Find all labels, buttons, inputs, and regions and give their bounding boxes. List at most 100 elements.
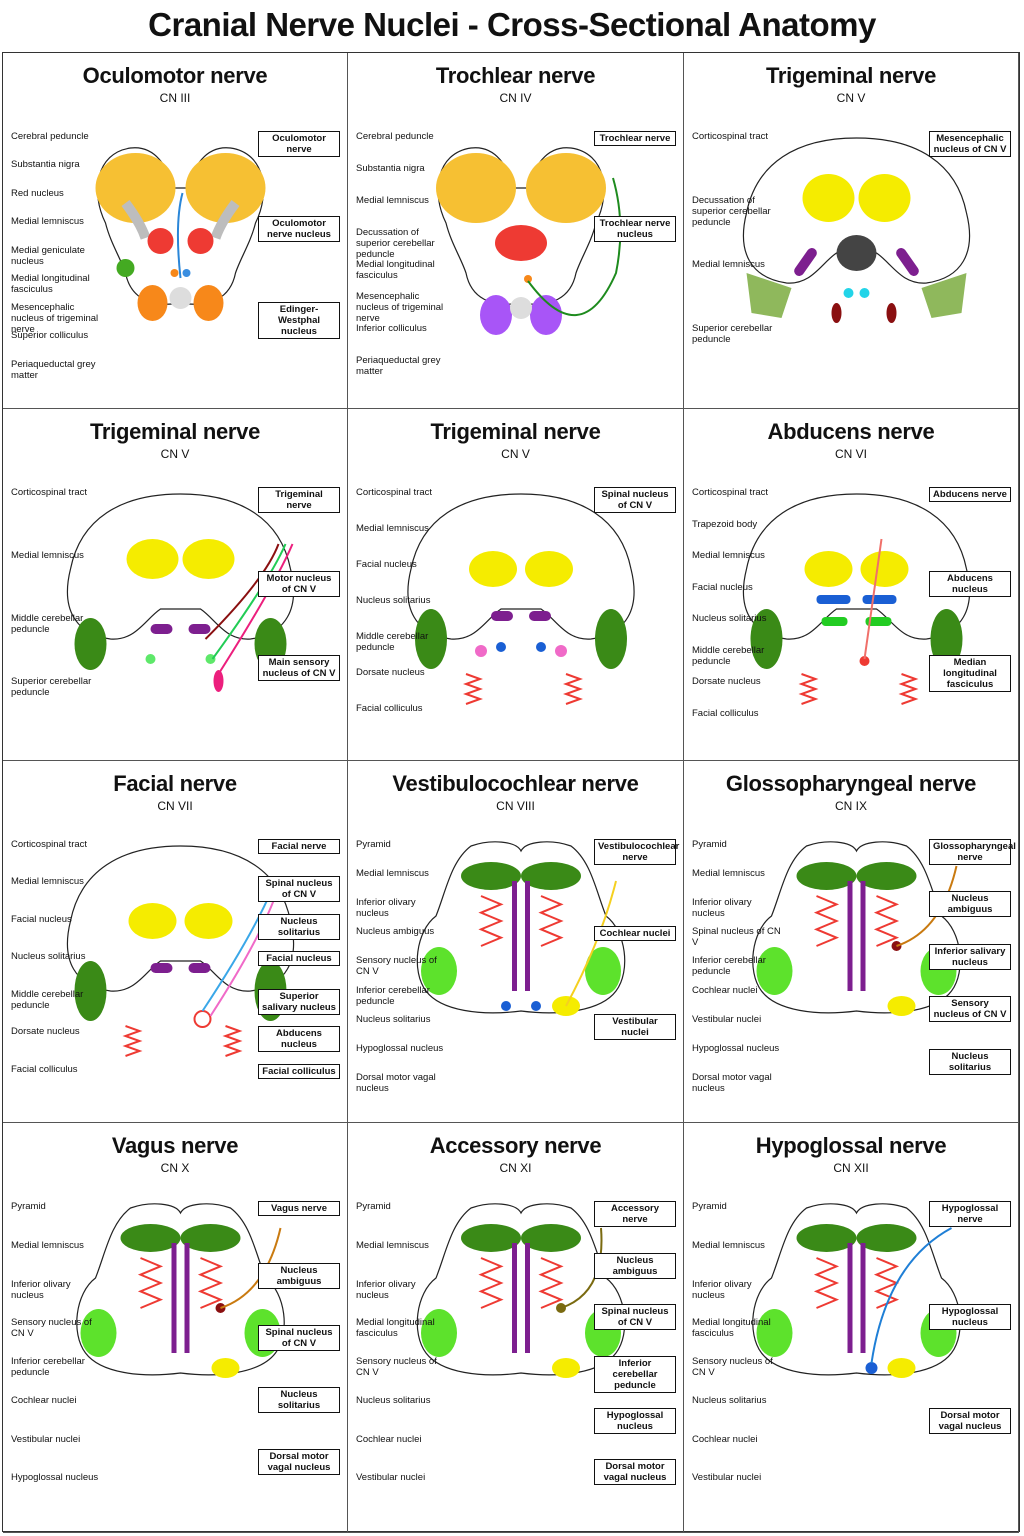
label-left: Dorsal motor vagal nucleus	[356, 1071, 436, 1094]
label-left: Vestibular nuclei	[692, 1013, 762, 1025]
trochlear-nucleus	[524, 275, 532, 283]
label-left: Inferior olivary nucleus	[692, 897, 752, 920]
label-left: Hypoglossal nucleus	[11, 1472, 99, 1484]
inferior-colliculus	[530, 295, 562, 335]
label-left: Corticospinal tract	[692, 487, 769, 498]
oculomotor-nucleus	[170, 269, 179, 277]
label-left: Corticospinal tract	[692, 131, 769, 142]
hypoglossal-nucleus	[501, 1001, 511, 1011]
vestibular-nuclei	[887, 996, 916, 1016]
cross-section-diagram	[752, 1203, 961, 1378]
panel-title: Hypoglossal nerve	[755, 1133, 947, 1158]
trapezoid-body	[862, 595, 897, 604]
accessory-path	[560, 1227, 603, 1309]
medial-lemniscus	[860, 1243, 866, 1353]
panel-subtitle: CN V	[501, 447, 530, 461]
label-left: Medial lemniscus	[692, 550, 765, 561]
medial-lemniscus	[529, 611, 551, 621]
nucleus-label-box: Nucleus ambiguus	[929, 891, 1011, 918]
label-left: Nucleus solitarius	[692, 613, 767, 624]
hypoglossal-nucleus	[531, 1001, 541, 1011]
corticospinal-tract	[128, 903, 177, 939]
superior-colliculus	[193, 285, 224, 321]
sup-cerebellar-peduncle	[921, 273, 967, 318]
nerve-name-box: Vestibulocochlear nerve	[594, 839, 679, 865]
nerve-name-box: Trochlear nerve	[594, 131, 676, 146]
nucleus-label-box: Abducens nucleus	[258, 1026, 340, 1053]
medial-lemniscus	[188, 963, 211, 973]
panel-subtitle: CN IX	[834, 799, 867, 813]
substantia-nigra	[210, 200, 240, 240]
pyramid	[120, 1224, 181, 1252]
panel-subtitle: CN XI	[499, 1161, 532, 1175]
nerve-name-box: Spinal nucleus of CN V	[594, 487, 676, 513]
label-left: Dorsal motor vagal nucleus	[692, 1071, 772, 1094]
medial-lemniscus	[525, 881, 530, 991]
trochlear-nerve-path	[527, 177, 622, 317]
periaqueductal-grey	[169, 287, 192, 309]
panel-title: Trigeminal nerve	[765, 63, 937, 88]
label-left: Superior cerebellar peduncle	[692, 323, 773, 345]
dorsate-nucleus	[898, 673, 919, 705]
panel-title: Glossopharyngeal nerve	[725, 771, 977, 796]
nucleus-label-box: Dorsal motor vagal nucleus	[258, 1449, 340, 1475]
panel-subtitle: CN V	[160, 447, 190, 461]
superior-colliculus	[137, 285, 168, 321]
label-left: Dorsate nucleus	[692, 676, 761, 687]
label-left: Inferior cerebellar peduncle	[692, 955, 766, 978]
cerebral-peduncle	[95, 153, 176, 223]
label-left: Middle cerebellar peduncle	[356, 631, 429, 653]
nucleus-label-box: Abducens nucleus	[929, 571, 1011, 597]
label-left: Cerebral peduncle	[11, 131, 89, 142]
label-left: Inferior cerebellar peduncle	[11, 1356, 85, 1378]
corticospinal-tract	[858, 174, 911, 222]
label-left: Inferior olivary nucleus	[356, 897, 416, 920]
vagus-path	[220, 1227, 282, 1309]
label-left: Corticospinal tract	[356, 487, 433, 498]
cross-section-diagram	[95, 147, 266, 321]
label-left: Middle cerebellar peduncle	[692, 644, 765, 667]
label-left: Vestibular nuclei	[11, 1433, 81, 1445]
label-left: Medial lemniscus	[356, 195, 429, 206]
medial-lemniscus	[184, 1243, 190, 1353]
substantia-nigra	[121, 200, 151, 240]
nucleus-label-box: Edinger-Westphal nucleus	[258, 301, 340, 339]
pyramid	[856, 862, 917, 890]
label-left: Inferior olivary nucleus	[11, 1278, 71, 1301]
label-left: Medial lemniscus	[356, 523, 429, 534]
pyramid	[796, 862, 857, 890]
label-left: Medial longitudinal fasciculus	[356, 1317, 435, 1340]
dorsal-motor-vagal	[552, 1358, 580, 1378]
corticospinal-tract	[860, 551, 909, 587]
label-left: Medial longitudinal fasciculus	[692, 1317, 771, 1340]
label-left: Pyramid	[356, 839, 391, 850]
mid-cerebellar-peduncle	[750, 609, 783, 669]
nucleus-label-box: Oculomotor nerve nucleus	[258, 216, 340, 243]
label-left: Nucleus ambiguus	[356, 926, 435, 938]
cross-section-diagram	[407, 493, 635, 705]
label-left: Pyramid	[692, 839, 727, 850]
facial-colliculus	[193, 1010, 212, 1028]
main-sensory-nucleus	[145, 654, 156, 664]
label-left: Dorsate nucleus	[11, 1026, 80, 1038]
label-left: Inferior cerebellar peduncle	[356, 984, 430, 1007]
nucleus-label-box: Hypoglossal nucleus	[594, 1407, 676, 1434]
pyramid	[521, 862, 581, 890]
label-left: Nucleus solitarius	[11, 951, 86, 963]
label-left: Red nucleus	[11, 187, 64, 199]
facial-nucleus	[496, 642, 506, 652]
label-left: Trapezoid body	[692, 518, 758, 530]
medial-lemniscus	[150, 963, 173, 973]
abducens-nerve-path	[863, 538, 883, 660]
cross-section-diagram	[416, 841, 626, 1016]
label-left: Sensory nucleus of CN V	[692, 1356, 773, 1378]
medial-lemniscus	[171, 1243, 177, 1353]
panel-subtitle: CN V	[836, 91, 866, 105]
panel-subtitle: CN IV	[499, 91, 532, 105]
